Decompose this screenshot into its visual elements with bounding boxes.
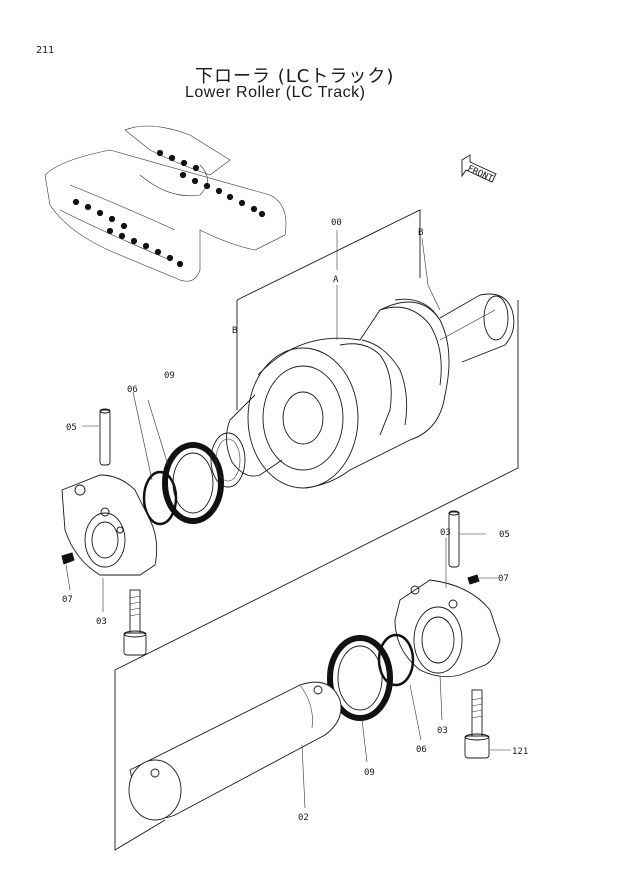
pin-left xyxy=(99,408,111,466)
label-shaft-02: 02 xyxy=(298,813,309,823)
page-number: 211 xyxy=(36,45,55,56)
label-plug-07-left: 07 xyxy=(62,595,73,605)
track-bolts xyxy=(72,149,266,268)
title-english: Lower Roller (LC Track) xyxy=(185,84,366,101)
collar-left xyxy=(61,474,158,576)
collar-right xyxy=(394,579,501,678)
label-plug-07-right: 07 xyxy=(498,574,509,584)
roller-shaft xyxy=(128,681,342,821)
label-bolt-121: 121 xyxy=(512,747,528,757)
roller-body xyxy=(226,293,515,489)
label-seal-09-right: 09 xyxy=(364,768,375,778)
plug-left xyxy=(61,552,75,565)
leader-lines xyxy=(65,230,511,809)
pin-right xyxy=(448,510,460,568)
label-oring-06-right: 06 xyxy=(416,745,427,755)
label-pin-05-right: 05 xyxy=(499,530,510,540)
o-ring-right xyxy=(377,633,415,687)
plug-right xyxy=(467,574,480,585)
front-direction-arrow: FRONT xyxy=(461,154,497,185)
label-assembly-00: 00 xyxy=(331,218,342,228)
title-japanese: 下ローラ (LCトラック) xyxy=(195,66,395,87)
label-oring-06-left: 06 xyxy=(127,385,138,395)
floating-seal-left xyxy=(162,432,246,524)
label-group-a: A xyxy=(333,275,339,285)
label-group-b-left: B xyxy=(232,326,237,336)
o-ring-left xyxy=(142,470,178,526)
bolt-right xyxy=(464,689,490,759)
label-group-b-right: B xyxy=(418,228,423,238)
label-collar-03-left: 03 xyxy=(96,617,107,627)
track-frame-thumbnail xyxy=(44,125,287,282)
label-pin-05-left: 05 xyxy=(66,423,77,433)
label-collar-03-right: 03 xyxy=(440,528,451,538)
label-seal-09-left: 09 xyxy=(164,371,175,381)
part-labels: 00 A B B 09 06 05 07 03 05 07 03 03 06 0… xyxy=(62,218,528,823)
bolt-left xyxy=(123,589,147,656)
label-collar-03-right-lower: 03 xyxy=(437,726,448,736)
floating-seal-right xyxy=(327,635,393,721)
